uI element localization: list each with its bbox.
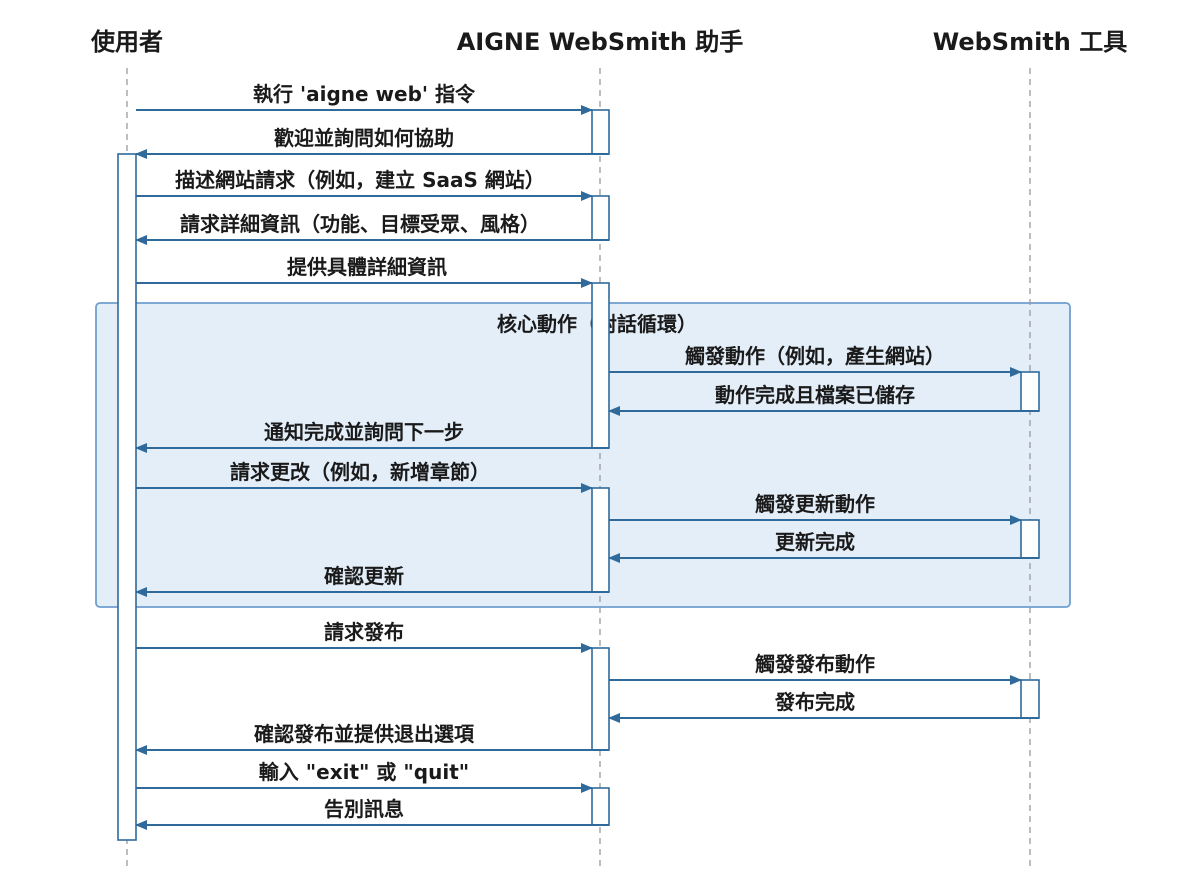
message-label: 告別訊息: [324, 797, 404, 821]
message-05: 提供具體詳細資訊: [136, 255, 593, 288]
actor-tools-label: WebSmith 工具: [933, 28, 1128, 56]
core-loop-group-frame: [95, 302, 1071, 608]
message-04: 請求詳細資訊（功能、目標受眾、風格）: [135, 212, 609, 245]
activation-assistant-3: [591, 282, 610, 449]
message-label: 描述網站請求（例如，建立 SaaS 網站）: [175, 168, 545, 192]
message-label: 請求更改（例如，新增章節）: [230, 460, 490, 484]
message-label: 觸發動作（例如，產生網站）: [685, 344, 945, 368]
activation-assistant-2: [591, 195, 610, 241]
actor-assistant-label: AIGNE WebSmith 助手: [457, 28, 744, 56]
message-label: 動作完成且檔案已儲存: [715, 383, 915, 407]
message-label: 更新完成: [775, 530, 855, 554]
message-label: 觸發更新動作: [755, 492, 875, 516]
activation-assistant-6: [591, 787, 610, 826]
activation-assistant-4: [591, 487, 610, 593]
message-03: 描述網站請求（例如，建立 SaaS 網站）: [136, 168, 593, 201]
activation-user-main: [117, 153, 137, 841]
message-label: 提供具體詳細資訊: [287, 255, 447, 279]
message-02: 歡迎並詢問如何協助: [135, 126, 609, 159]
message-label: 確認更新: [324, 564, 404, 588]
message-14: 觸發發布動作: [609, 652, 1022, 685]
message-06: 觸發動作（例如，產生網站）: [609, 344, 1022, 377]
message-07: 動作完成且檔案已儲存: [608, 383, 1039, 416]
message-label: 輸入 "exit" 或 "quit": [259, 760, 469, 784]
message-label: 請求發布: [324, 620, 404, 644]
message-16: 確認發布並提供退出選項: [135, 722, 609, 755]
message-12: 確認更新: [135, 564, 609, 597]
activation-assistant-1: [591, 109, 610, 155]
activation-tools-2: [1020, 519, 1040, 559]
activation-tools-3: [1020, 679, 1040, 719]
message-label: 發布完成: [774, 690, 855, 714]
message-label: 通知完成並詢問下一步: [264, 420, 464, 444]
message-08: 通知完成並詢問下一步: [135, 420, 609, 453]
message-10: 觸發更新動作: [609, 492, 1022, 525]
message-label: 執行 'aigne web' 指令: [253, 82, 476, 106]
activation-tools-1: [1020, 371, 1040, 412]
message-15: 發布完成: [608, 690, 1039, 723]
message-label: 確認發布並提供退出選項: [254, 722, 475, 746]
message-label: 請求詳細資訊（功能、目標受眾、風格）: [180, 212, 540, 236]
message-label: 觸發發布動作: [755, 652, 875, 676]
message-label: 歡迎並詢問如何協助: [274, 126, 454, 150]
message-09: 請求更改（例如，新增章節）: [136, 460, 593, 493]
message-18: 告別訊息: [135, 797, 609, 830]
message-11: 更新完成: [608, 530, 1039, 563]
message-13: 請求發布: [136, 620, 593, 653]
actor-user-label: 使用者: [90, 28, 163, 56]
message-01: 執行 'aigne web' 指令: [136, 82, 593, 115]
activation-assistant-5: [591, 647, 610, 751]
message-17: 輸入 "exit" 或 "quit": [136, 760, 593, 793]
